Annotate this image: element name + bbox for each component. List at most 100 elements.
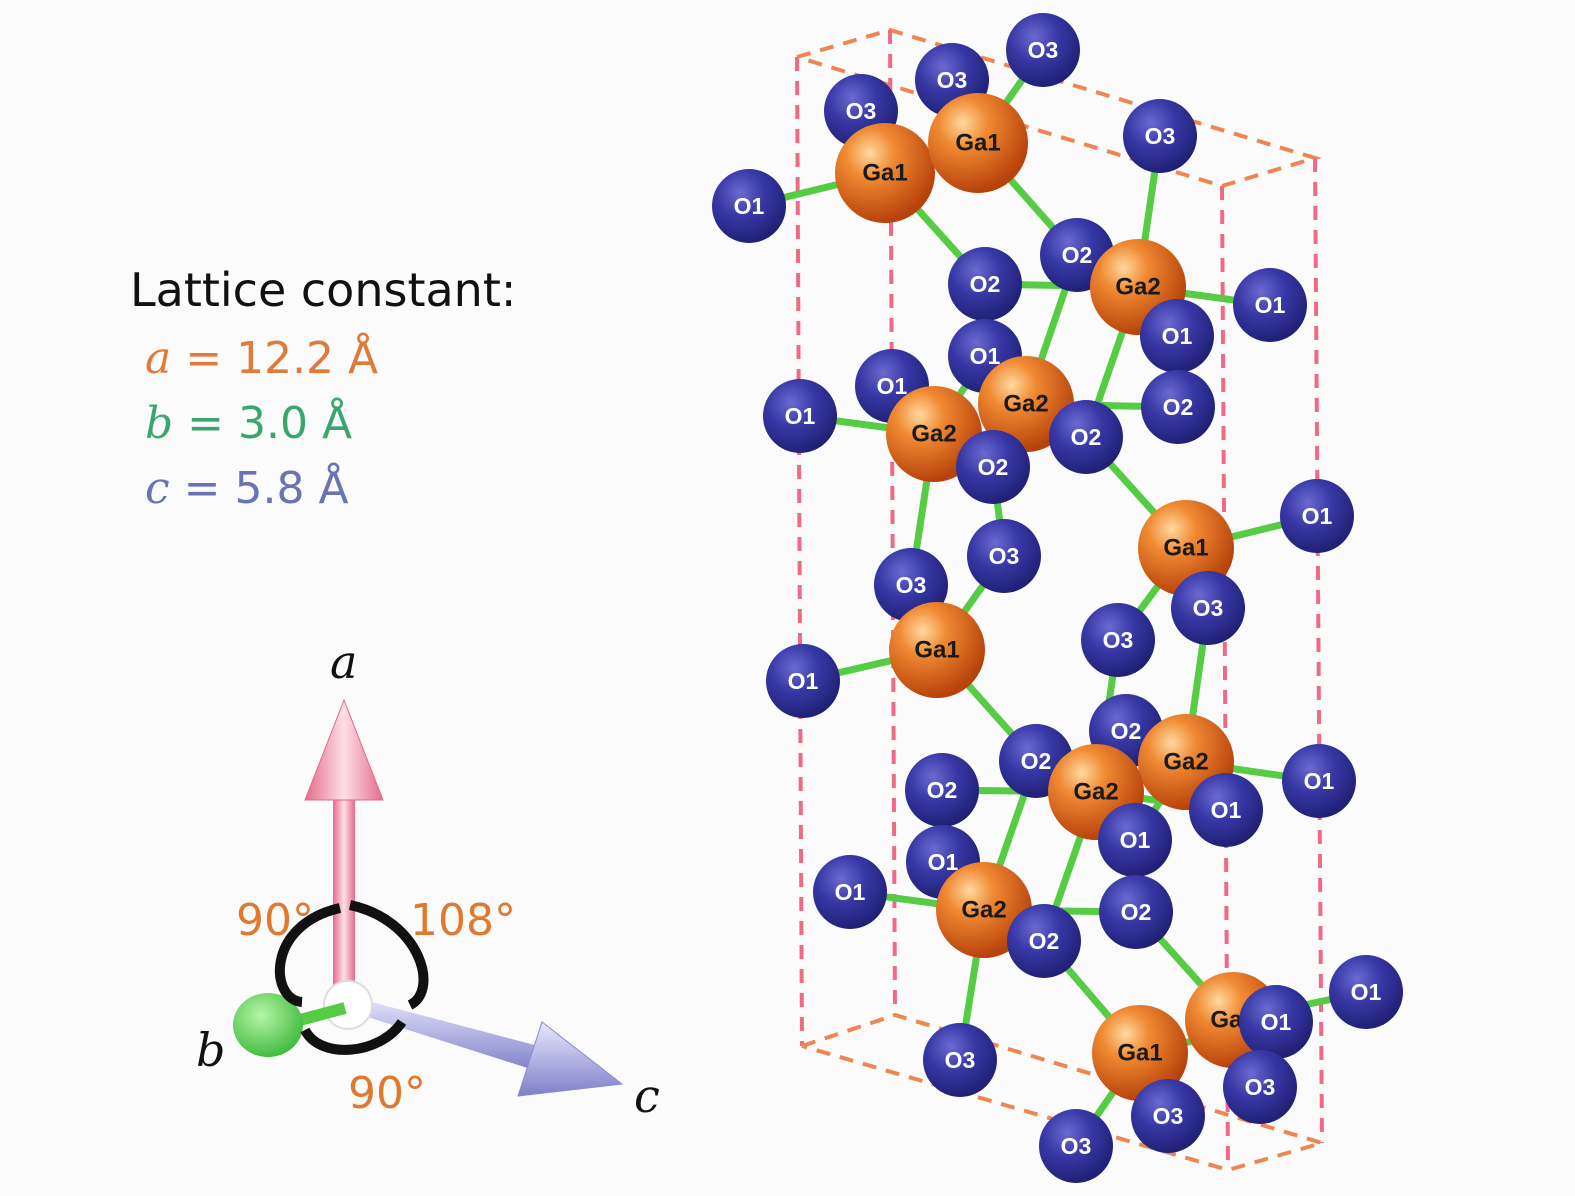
oxygen-sphere [1329,955,1403,1029]
oxygen-sphere [712,169,786,243]
atom-o1: O1 [1098,803,1172,877]
atom-label-o1: O1 [734,193,765,219]
value-a: = 12.2 Å [171,331,378,384]
atom-label-o2: O2 [978,454,1009,480]
atom-label-o1: O1 [785,403,816,429]
atom-label-o1: O1 [970,343,1001,369]
origin-sphere [323,980,373,1030]
atom-o1: O1 [1140,299,1214,373]
gallium-sphere [1092,1005,1188,1101]
oxygen-sphere [1007,904,1081,978]
atom-label-o3: O3 [1103,627,1134,653]
symbol-b: b [145,398,173,449]
atom-o1: O1 [763,379,837,453]
atom-o1: O1 [712,169,786,243]
atom-label-o2: O2 [1029,928,1060,954]
atom-label-o1: O1 [1255,292,1286,318]
atom-o3: O3 [1131,1079,1205,1153]
angle-ac-label: 108° [410,895,516,946]
atom-label-o3: O3 [1061,1133,1092,1159]
oxygen-sphere [948,247,1022,321]
atom-o1: O1 [1282,744,1356,818]
atom-o3: O3 [967,519,1041,593]
oxygen-sphere [1233,268,1307,342]
oxygen-sphere [1099,875,1173,949]
angle-bc-label: 90° [348,1068,426,1119]
lattice-constant-c: c = 5.8 Å [145,461,349,514]
atom-label-ga2: Ga2 [1003,391,1048,418]
gallium-sphere [978,356,1074,452]
atom-label-o1: O1 [788,668,819,694]
atom-o3: O3 [1223,1050,1297,1124]
atom-label-o2: O2 [1021,748,1052,774]
atom-o2: O2 [905,753,979,827]
a-axis-arrowhead [304,698,384,801]
oxygen-sphere [1098,803,1172,877]
atom-o1: O1 [1280,479,1354,553]
atom-label-ga1: Ga1 [862,160,907,187]
atom-label-o3: O3 [1145,123,1176,149]
oxygen-sphere [967,519,1041,593]
oxygen-sphere [1123,99,1197,173]
cell-edge-1 [795,56,804,1047]
atom-ga1: Ga1 [835,123,935,223]
oxygen-sphere [1282,744,1356,818]
b-axis-head [233,993,303,1057]
atom-label-o1: O1 [1162,323,1193,349]
atom-label-o3: O3 [945,1047,976,1073]
atom-label-o2: O2 [1163,394,1194,420]
oxygen-sphere [1239,985,1313,1059]
atom-o3: O3 [1081,603,1155,677]
atom-o3: O3 [1039,1109,1113,1183]
gallium-sphere [889,602,985,698]
oxygen-sphere [1171,571,1245,645]
atom-o1: O1 [1233,268,1307,342]
oxygen-sphere [1039,1109,1113,1183]
atom-o1: O1 [1239,985,1313,1059]
lattice-legend: Lattice constant: a = 12.2 Å b = 3.0 Å c… [130,263,516,514]
atom-label-o1: O1 [1211,797,1242,823]
angle-ab-label: 90° [236,895,314,946]
oxygen-sphere [766,644,840,718]
atom-label-ga1: Ga1 [1163,535,1208,562]
angle-arc-ac [348,900,429,1010]
atom-label-o3: O3 [846,98,877,124]
atom-o2: O2 [948,247,1022,321]
oxygen-sphere [813,855,887,929]
atom-o3: O3 [1006,13,1080,87]
legend-title: Lattice constant: [130,263,516,317]
symbol-c: c [145,463,170,514]
atom-o2: O2 [1099,875,1173,949]
atom-ga1: Ga1 [1092,1005,1188,1101]
oxygen-sphere [1141,370,1215,444]
cell-edge-2 [888,29,897,1016]
angle-arc-ab [274,903,342,1007]
atom-label-ga2: Ga2 [1163,749,1208,776]
atom-o1: O1 [766,644,840,718]
atom-o3: O3 [1123,99,1197,173]
c-axis-label: c [634,1069,660,1123]
b-axis-shaft [298,1002,347,1026]
atom-label-ga1: Ga1 [955,130,1000,157]
atom-label-o2: O2 [1111,718,1142,744]
oxygen-sphere [763,379,837,453]
cell-edge-3 [1313,157,1324,1144]
atom-o2: O2 [1007,904,1081,978]
c-axis-arrowhead [517,1021,624,1097]
c-axis-shaft [345,995,546,1072]
atom-label-o1: O1 [1120,827,1151,853]
atom-label-ga2: Ga2 [961,897,1006,924]
value-b: = 3.0 Å [173,396,352,449]
axis-triad: a b c 90° 108° 90° [196,635,660,1123]
atom-label-o1: O1 [928,849,959,875]
atom-label-o3: O3 [1153,1103,1184,1129]
atom-label-o1: O1 [1351,979,1382,1005]
atom-label-ga2: Ga2 [911,421,956,448]
atom-label-o3: O3 [1245,1074,1276,1100]
oxygen-sphere [905,753,979,827]
atom-ga1: Ga1 [928,93,1028,193]
atom-label-ga1: Ga1 [914,637,959,664]
lattice-constant-b: b = 3.0 Å [145,396,352,449]
bonds-layer [748,47,1367,1148]
